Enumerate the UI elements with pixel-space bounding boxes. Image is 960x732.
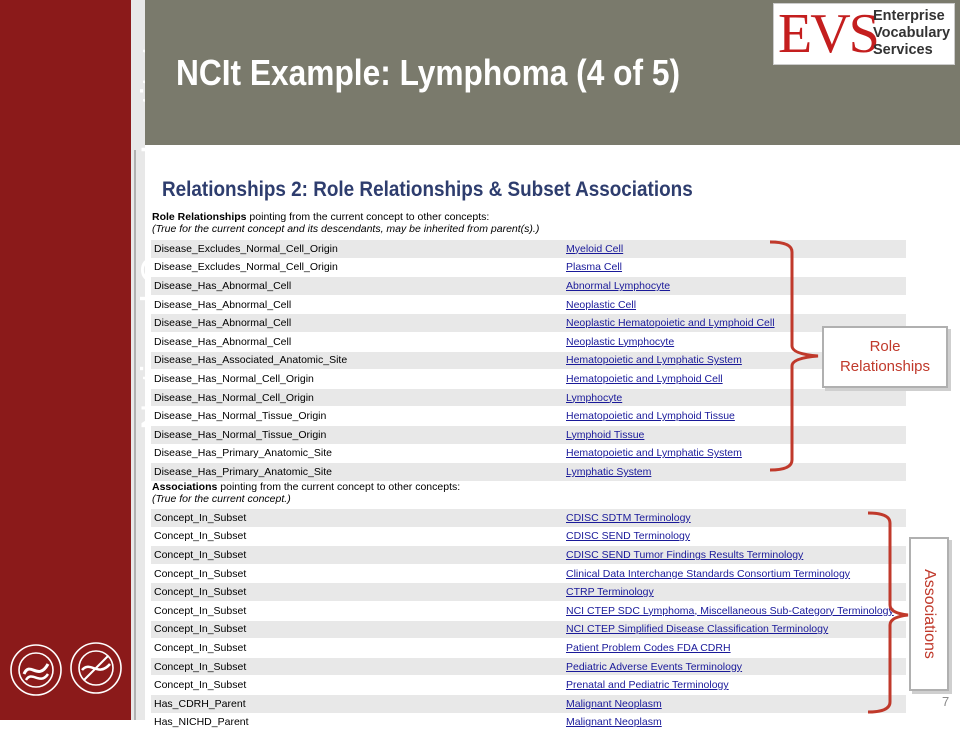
relation-name: Disease_Has_Normal_Cell_Origin bbox=[154, 372, 314, 385]
page-number: 7 bbox=[942, 694, 950, 709]
table-row: Has_NICHD_Parent Malignant Neoplasm bbox=[151, 713, 906, 732]
table-row: Has_CDRH_Parent Malignant Neoplasm bbox=[151, 694, 906, 714]
table-row: Disease_Has_Normal_Tissue_Origin Lymphoid… bbox=[151, 425, 906, 445]
relation-name: Disease_Has_Abnormal_Cell bbox=[154, 279, 292, 292]
relation-name: Concept_In_Subset bbox=[154, 511, 247, 524]
target-concept-link[interactable]: Hematopoietic and Lymphoid Cell bbox=[566, 372, 723, 385]
target-concept-link[interactable]: NCI CTEP SDC Lymphoma, Miscellaneous Sub… bbox=[566, 604, 894, 617]
evs-logo-words: Enterprise Vocabulary Services bbox=[873, 8, 951, 58]
target-concept-link[interactable]: CDISC SEND Tumor Findings Results Termin… bbox=[566, 548, 804, 561]
sidebar-divider bbox=[134, 150, 136, 720]
table-row: Disease_Has_Primary_Anatomic_Site Lymphat… bbox=[151, 463, 906, 482]
table-row: Disease_Has_Abnormal_Cell Neoplastic Cell bbox=[151, 295, 906, 315]
target-concept-link[interactable]: Clinical Data Interchange Standards Cons… bbox=[566, 567, 851, 580]
relation-name: Has_CDRH_Parent bbox=[154, 697, 246, 710]
org-name-container: National Cancer Institute bbox=[92, 20, 175, 430]
relation-name: Disease_Has_Primary_Anatomic_Site bbox=[154, 465, 332, 478]
page-title: NCIt Example: Lymphoma (4 of 5) bbox=[176, 52, 681, 93]
table-row: Concept_In_Subset CDISC SEND Terminology bbox=[151, 527, 906, 547]
relation-name: Disease_Has_Normal_Tissue_Origin bbox=[154, 410, 327, 423]
evs-logo-mark: EVS bbox=[778, 3, 880, 65]
relation-name: Disease_Has_Associated_Anatomic_Site bbox=[154, 354, 348, 367]
target-concept-link[interactable]: Hematopoietic and Lymphoid Tissue bbox=[566, 410, 735, 423]
relation-name: Disease_Has_Abnormal_Cell bbox=[154, 298, 292, 311]
target-concept-link[interactable]: Hematopoietic and Lymphatic System bbox=[566, 354, 742, 367]
table-row: Disease_Has_Associated_Anatomic_Site Hema… bbox=[151, 351, 906, 371]
role-relationships-callout: Role Relationships bbox=[822, 326, 948, 388]
relation-name: Disease_Has_Normal_Tissue_Origin bbox=[154, 428, 327, 441]
target-concept-link[interactable]: Lymphocyte bbox=[566, 391, 623, 404]
table-row: Concept_In_Subset NCI CTEP SDC Lymphoma, … bbox=[151, 601, 906, 621]
target-concept-link[interactable]: Pediatric Adverse Events Terminology bbox=[566, 660, 743, 673]
relation-name: Disease_Has_Normal_Cell_Origin bbox=[154, 391, 314, 404]
relation-name: Concept_In_Subset bbox=[154, 604, 247, 617]
relation-name: Concept_In_Subset bbox=[154, 567, 247, 580]
table-row: Concept_In_Subset CDISC SEND Tumor Findin… bbox=[151, 546, 906, 565]
table-row: Concept_In_Subset Pediatric Adverse Event… bbox=[151, 657, 906, 677]
role-relationships-heading: Role Relationships pointing from the cur… bbox=[152, 211, 540, 235]
relation-name: Has_NICHD_Parent bbox=[154, 716, 249, 729]
table-row: Concept_In_Subset CTRP Terminology bbox=[151, 583, 906, 602]
target-concept-link[interactable]: Neoplastic Lymphocyte bbox=[566, 335, 675, 348]
relation-name: Disease_Excludes_Normal_Cell_Origin bbox=[154, 261, 338, 274]
target-concept-link[interactable]: Malignant Neoplasm bbox=[566, 697, 662, 710]
target-concept-link[interactable]: Plasma Cell bbox=[566, 261, 623, 274]
target-concept-link[interactable]: CTRP Terminology bbox=[566, 586, 654, 599]
relation-name: Disease_Has_Abnormal_Cell bbox=[154, 317, 292, 330]
hhs-nih-logos bbox=[10, 642, 122, 696]
target-concept-link[interactable]: Hematopoietic and Lymphatic System bbox=[566, 447, 742, 460]
relation-name: Disease_Has_Primary_Anatomic_Site bbox=[154, 447, 332, 460]
table-row: Disease_Has_Primary_Anatomic_Site Hematop… bbox=[151, 444, 906, 464]
table-row: Disease_Has_Abnormal_Cell Abnormal Lympho… bbox=[151, 277, 906, 296]
table-row: Disease_Has_Abnormal_Cell Neoplastic Hema… bbox=[151, 314, 906, 333]
target-concept-link[interactable]: Neoplastic Cell bbox=[566, 298, 637, 311]
table-row: Disease_Excludes_Normal_Cell_Origin Plasm… bbox=[151, 258, 906, 278]
associations-callout: Associations bbox=[909, 537, 949, 691]
associations-heading: Associations pointing from the current c… bbox=[152, 481, 461, 505]
target-concept-link[interactable]: Malignant Neoplasm bbox=[566, 716, 662, 729]
table-row: Concept_In_Subset NCI CTEP Simplified Dis… bbox=[151, 620, 906, 640]
relation-name: Disease_Has_Abnormal_Cell bbox=[154, 335, 292, 348]
table-row: Disease_Has_Normal_Tissue_Origin Hematopo… bbox=[151, 407, 906, 426]
role-relationships-table: Disease_Excludes_Normal_Cell_Origin Myelo… bbox=[151, 240, 906, 482]
table-row: Disease_Has_Normal_Cell_Origin Hematopoie… bbox=[151, 370, 906, 389]
target-concept-link[interactable]: Lymphatic System bbox=[566, 465, 652, 478]
relation-name: Concept_In_Subset bbox=[154, 530, 247, 543]
relation-name: Concept_In_Subset bbox=[154, 679, 247, 692]
target-concept-link[interactable]: Lymphoid Tissue bbox=[566, 428, 645, 441]
target-concept-link[interactable]: Patient Problem Codes FDA CDRH bbox=[566, 641, 731, 654]
table-row: Disease_Has_Abnormal_Cell Neoplastic Lymp… bbox=[151, 332, 906, 352]
target-concept-link[interactable]: Abnormal Lymphocyte bbox=[566, 279, 671, 292]
table-row: Disease_Excludes_Normal_Cell_Origin Myelo… bbox=[151, 240, 906, 259]
target-concept-link[interactable]: Neoplastic Hematopoietic and Lymphoid Ce… bbox=[566, 317, 775, 330]
evs-logo: EVS Enterprise Vocabulary Services bbox=[773, 3, 955, 65]
relation-name: Concept_In_Subset bbox=[154, 586, 247, 599]
section-subtitle: Relationships 2: Role Relationships & Su… bbox=[162, 178, 693, 201]
relation-name: Concept_In_Subset bbox=[154, 660, 247, 673]
target-concept-link[interactable]: CDISC SEND Terminology bbox=[566, 530, 691, 543]
target-concept-link[interactable]: Prenatal and Pediatric Terminology bbox=[566, 679, 729, 692]
target-concept-link[interactable]: NCI CTEP Simplified Disease Classificati… bbox=[566, 623, 829, 636]
table-row: Concept_In_Subset CDISC SDTM Terminology bbox=[151, 509, 906, 528]
table-row: Concept_In_Subset Patient Problem Codes F… bbox=[151, 639, 906, 658]
relation-name: Concept_In_Subset bbox=[154, 623, 247, 636]
target-concept-link[interactable]: Myeloid Cell bbox=[566, 242, 624, 255]
relation-name: Concept_In_Subset bbox=[154, 548, 247, 561]
table-row: Disease_Has_Normal_Cell_Origin Lymphocyte bbox=[151, 388, 906, 408]
relation-name: Disease_Excludes_Normal_Cell_Origin bbox=[154, 242, 338, 255]
table-row: Concept_In_Subset Prenatal and Pediatric … bbox=[151, 676, 906, 695]
sidebar-band bbox=[0, 0, 145, 720]
target-concept-link[interactable]: CDISC SDTM Terminology bbox=[566, 511, 691, 524]
relation-name: Concept_In_Subset bbox=[154, 641, 247, 654]
table-row: Concept_In_Subset Clinical Data Interchan… bbox=[151, 564, 906, 584]
relationships-content: Role Relationships pointing from the cur… bbox=[148, 206, 908, 732]
